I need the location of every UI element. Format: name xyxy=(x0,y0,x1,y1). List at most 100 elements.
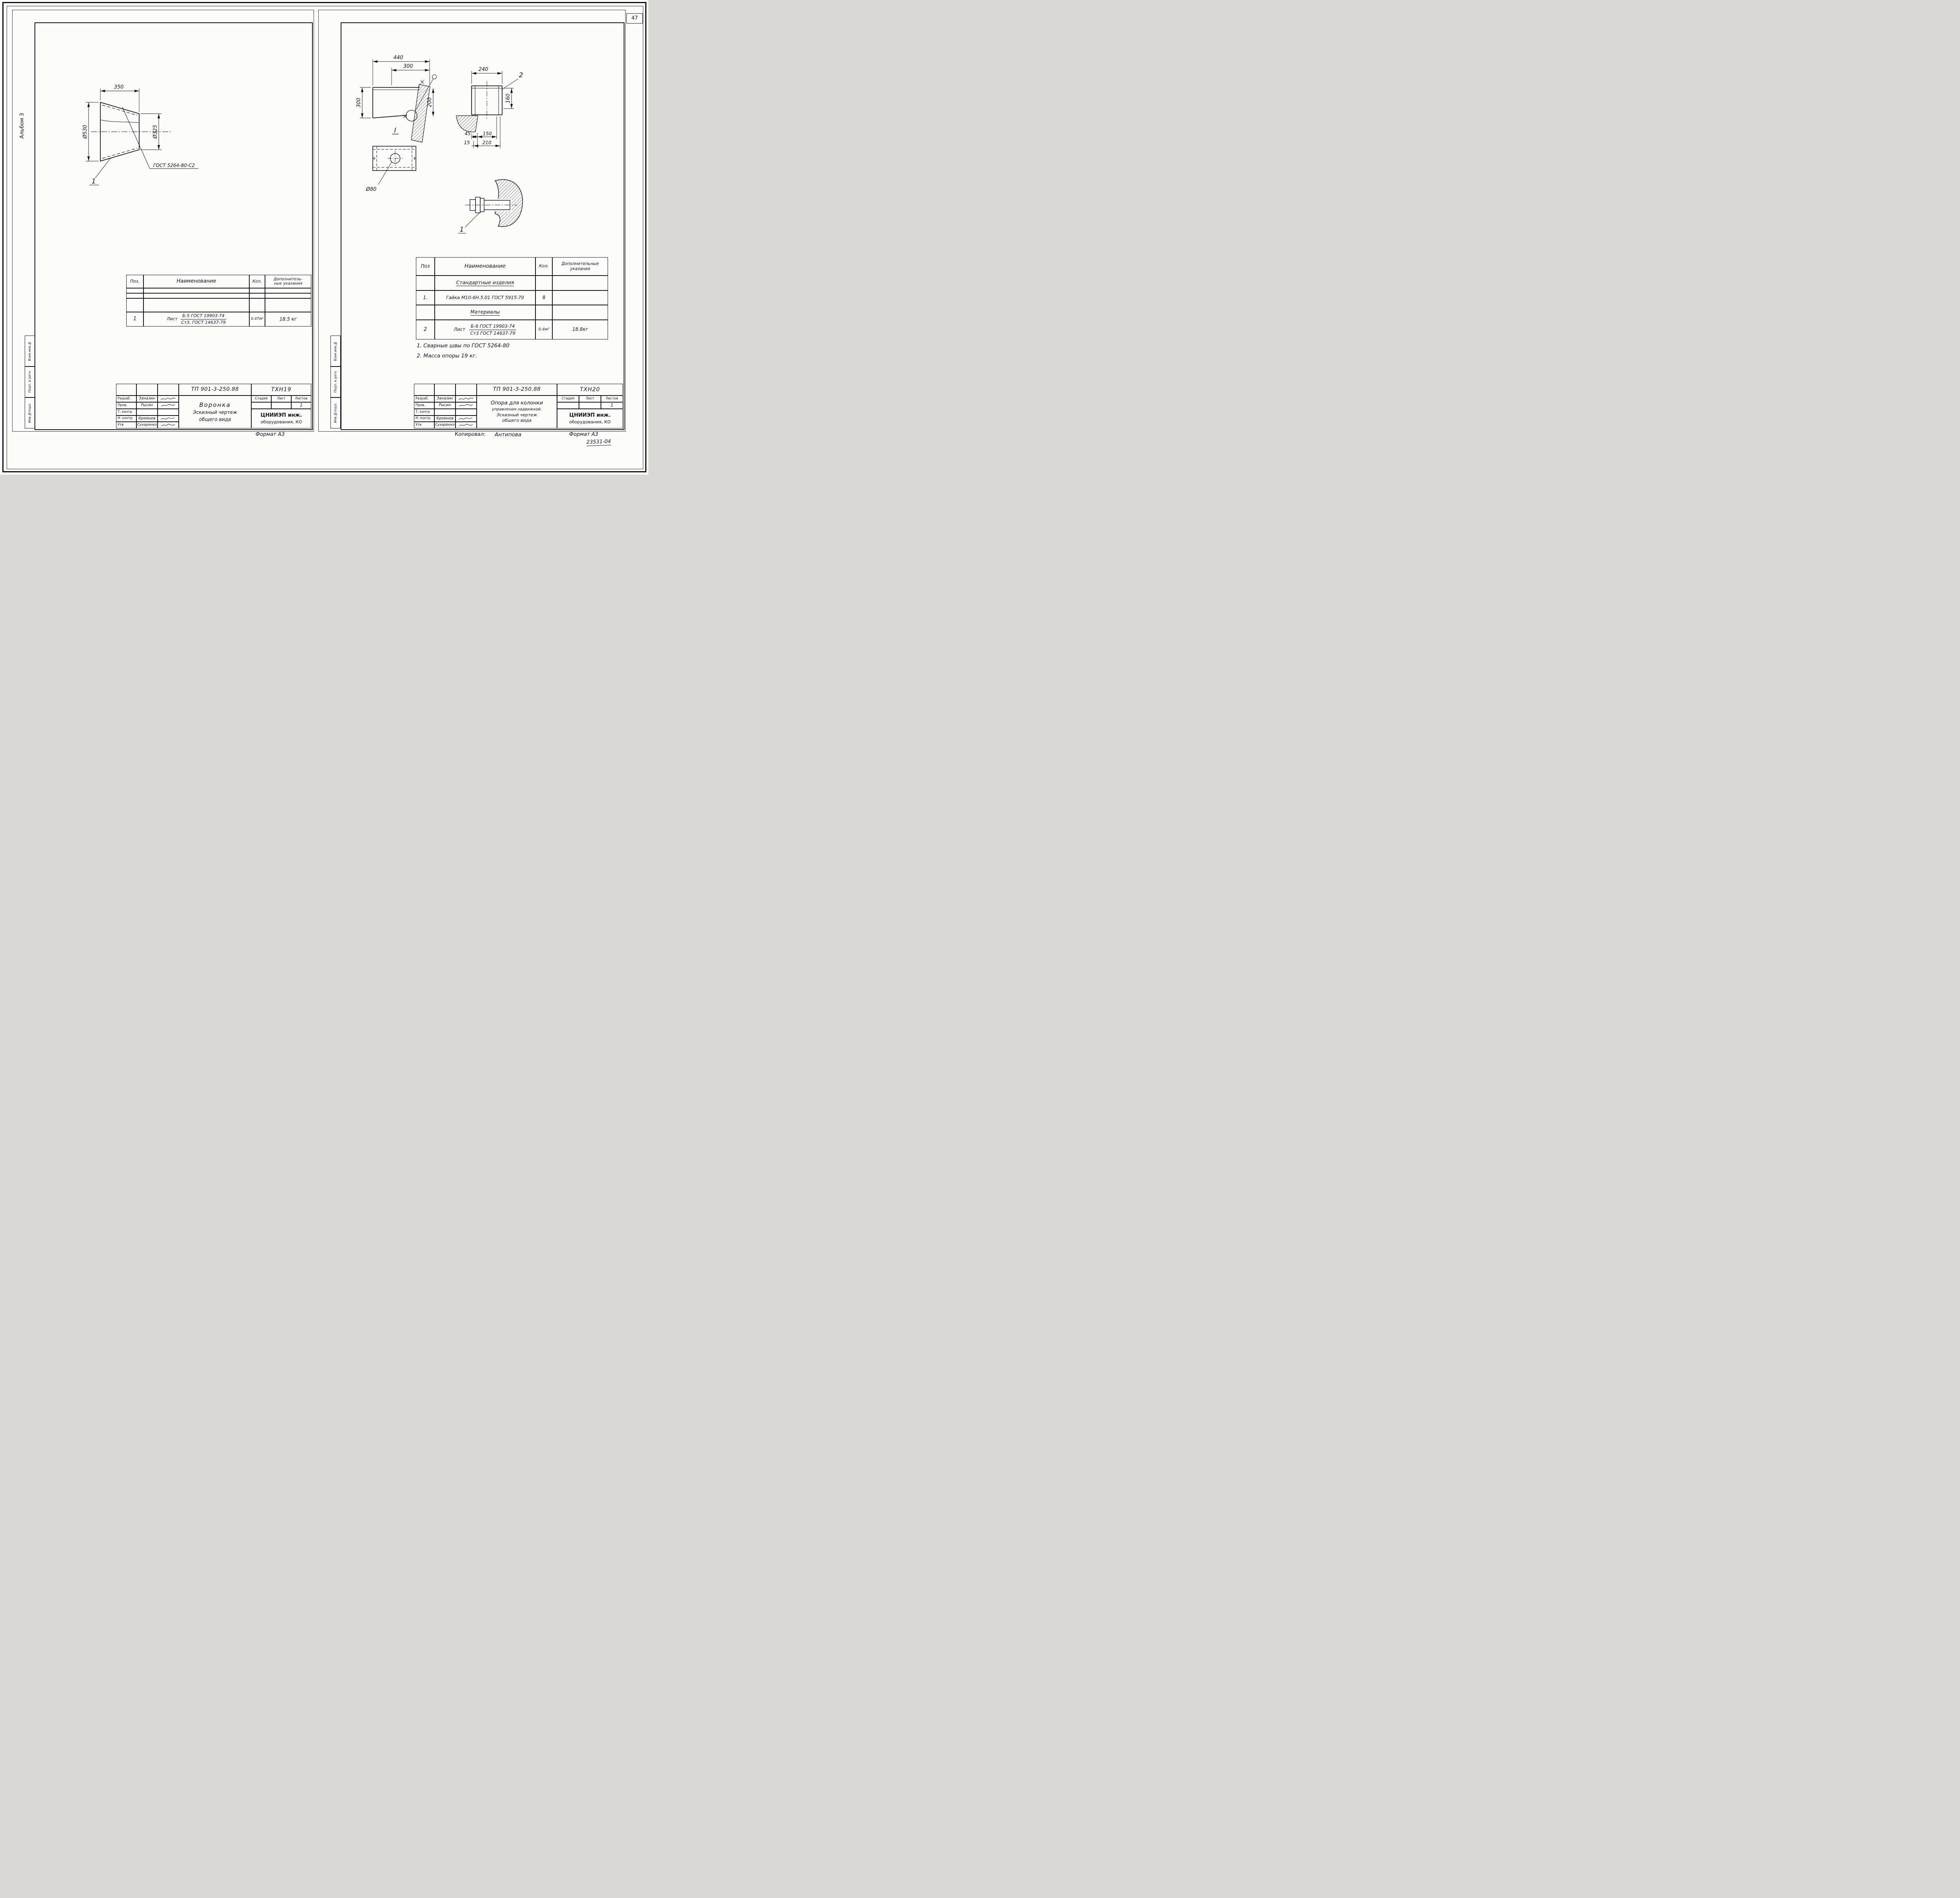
balloon-2: 2 xyxy=(519,71,523,79)
stamp-role: Пров. xyxy=(414,402,434,409)
stamp-signature-cell xyxy=(158,422,179,428)
stamp-signature-cell xyxy=(158,402,179,409)
stamp-name: Сухаренко xyxy=(434,422,456,428)
stamp-sheet-code: ТХН19 xyxy=(251,384,311,396)
stamp-name: Сухаренко xyxy=(136,422,158,428)
margin-box-label: Взам.инв.№ xyxy=(28,341,32,361)
balloon-1: 1 xyxy=(460,226,464,234)
table-cell-empty xyxy=(552,290,608,305)
margin-box-vzam: Взам.инв.№ xyxy=(330,336,341,367)
scanned-drawing-page: 47 Альбом 3 Взам.инв.№ Подп. и дата Инв.… xyxy=(0,0,648,475)
stamp-org-cell: ЦНИИЭП инж. оборудования, КО xyxy=(557,409,623,428)
support-drawings: 440 300 300 200 I xyxy=(356,55,523,234)
dim-240: 240 xyxy=(479,67,488,73)
margin-box-label: Подп. и дата xyxy=(334,371,338,393)
table-header-qty: Кол. xyxy=(249,275,265,288)
table-cell-empty xyxy=(535,276,552,290)
dim-200: 200 xyxy=(427,98,433,107)
handwritten-doc-number: 23531-04 xyxy=(586,438,611,446)
stamp-cell-empty xyxy=(414,384,434,396)
format-label-right: Формат А3 xyxy=(569,432,599,437)
stamp-cell-empty xyxy=(158,384,179,396)
table-row-pos: 1. xyxy=(416,290,435,305)
signature xyxy=(459,404,473,406)
dim-350: 350 xyxy=(114,84,124,90)
dim-300-left: 300 xyxy=(356,98,362,108)
stamp-signature-cell xyxy=(158,416,179,422)
stamp-sheet-header: Лист xyxy=(271,396,291,402)
stamp-title-cell: Опора для колонки управления задвижкой. … xyxy=(477,396,557,428)
org-name-2: оборудования, КО xyxy=(569,419,611,425)
org-name: ЦНИИЭП инж. xyxy=(260,412,302,418)
dim-440: 440 xyxy=(394,55,403,61)
table-row-pos: 2 xyxy=(416,320,435,339)
table-header-pos: Поз. xyxy=(126,275,143,288)
stamp-sheet-header: Лист xyxy=(579,396,601,402)
drawing-title: Воронка xyxy=(199,401,231,408)
table-row-qty: 0.4м² xyxy=(535,320,552,339)
stamp-name xyxy=(136,409,158,416)
table-row-qty: 8 xyxy=(535,290,552,305)
stamp-sheets-header: Листов xyxy=(601,396,623,402)
table-cell-empty xyxy=(249,293,265,298)
stamp-role: Разраб. xyxy=(414,396,434,402)
material-word: Лист xyxy=(167,316,178,322)
table-row-pos: 1 xyxy=(126,312,143,327)
org-name-2: оборудования, КО xyxy=(260,419,302,425)
balloon-1: 1 xyxy=(92,178,96,185)
stamp-sheets-value: 1 xyxy=(291,402,311,409)
margin-box-inv: Инв.№подл. xyxy=(25,397,35,428)
signature xyxy=(459,424,473,426)
stamp-name: Заназин xyxy=(434,396,456,402)
stamp-cell-empty xyxy=(136,384,158,396)
right-drawing-frame xyxy=(341,22,624,430)
margin-box-vzam: Взам.инв.№ xyxy=(25,336,35,367)
table-cell-empty xyxy=(143,298,249,312)
dim-150: 150 xyxy=(483,131,492,136)
drawing-subtitle: Эскизный чертеж xyxy=(193,409,237,415)
table-header-notes: Дополнитель-ные указания xyxy=(265,275,311,288)
bracket-view xyxy=(360,59,437,143)
kopiroval-label: Копировал: xyxy=(455,432,486,437)
dim-530: Ø530 xyxy=(82,125,88,139)
left-parts-table: Поз. Наименование Кол. Дополнитель-ные у… xyxy=(126,275,311,327)
margin-box-podp: Подп. и дата xyxy=(330,367,341,397)
margin-box-label: Подп. и дата xyxy=(28,371,32,393)
stamp-doc-code: ТП 901-3-250.88 xyxy=(179,384,251,396)
table-cell-empty xyxy=(265,288,311,293)
material-word: Лист xyxy=(454,327,465,332)
table-cell-empty xyxy=(416,276,435,290)
sheet-right: Взам.инв.№ Подп. и дата Инв.№подл. xyxy=(318,10,626,432)
stamp-role: Т. контр xyxy=(116,409,136,416)
margin-box-label: Взам.инв.№ xyxy=(334,341,338,361)
margin-box-label: Инв.№подл. xyxy=(334,403,338,423)
page-number: 47 xyxy=(631,15,638,21)
table-cell-empty xyxy=(552,305,608,320)
stamp-name: Кремнев xyxy=(434,416,456,422)
dim-45: 45 xyxy=(465,131,470,136)
stamp-doc-code: ТП 901-3-250.88 xyxy=(477,384,557,396)
signature xyxy=(161,404,175,406)
signature xyxy=(161,397,176,400)
table-row-name: Гайка М10-6Н.5.01 ГОСТ 5915-70 xyxy=(435,290,535,305)
stamp-org-cell: ЦНИИЭП инж. оборудования, КО xyxy=(251,409,311,428)
table-row-name: Лист Б-5 ГОСТ 19903-74 Ст3. ГОСТ 14637-7… xyxy=(143,312,249,327)
stamp-name: Кремнев xyxy=(136,416,158,422)
bolt-detail xyxy=(458,179,523,234)
signature xyxy=(161,424,175,426)
table-cell-empty xyxy=(249,288,265,293)
stamp-stage-header: Стадия xyxy=(251,396,271,402)
material-fraction: Б-6 ГОСТ 19903-74 Ст3 ГОСТ 14637-79 xyxy=(469,323,517,336)
note-2: 2. Масса опоры 19 кг. xyxy=(417,353,477,359)
stamp-stage-value xyxy=(557,402,579,409)
dim-160: 160 xyxy=(505,94,511,103)
table-cell-empty xyxy=(126,293,143,298)
stamp-stage-header: Стадия xyxy=(557,396,579,402)
funnel-drawing: 350 Ø530 Ø325 1 ГОСТ 5264-80-С2 xyxy=(82,84,198,185)
stamp-role: Утв xyxy=(414,422,434,428)
stamp-role: Пров. xyxy=(116,402,136,409)
stamp-signature-cell xyxy=(158,396,179,402)
dim-325: Ø325 xyxy=(152,125,158,139)
